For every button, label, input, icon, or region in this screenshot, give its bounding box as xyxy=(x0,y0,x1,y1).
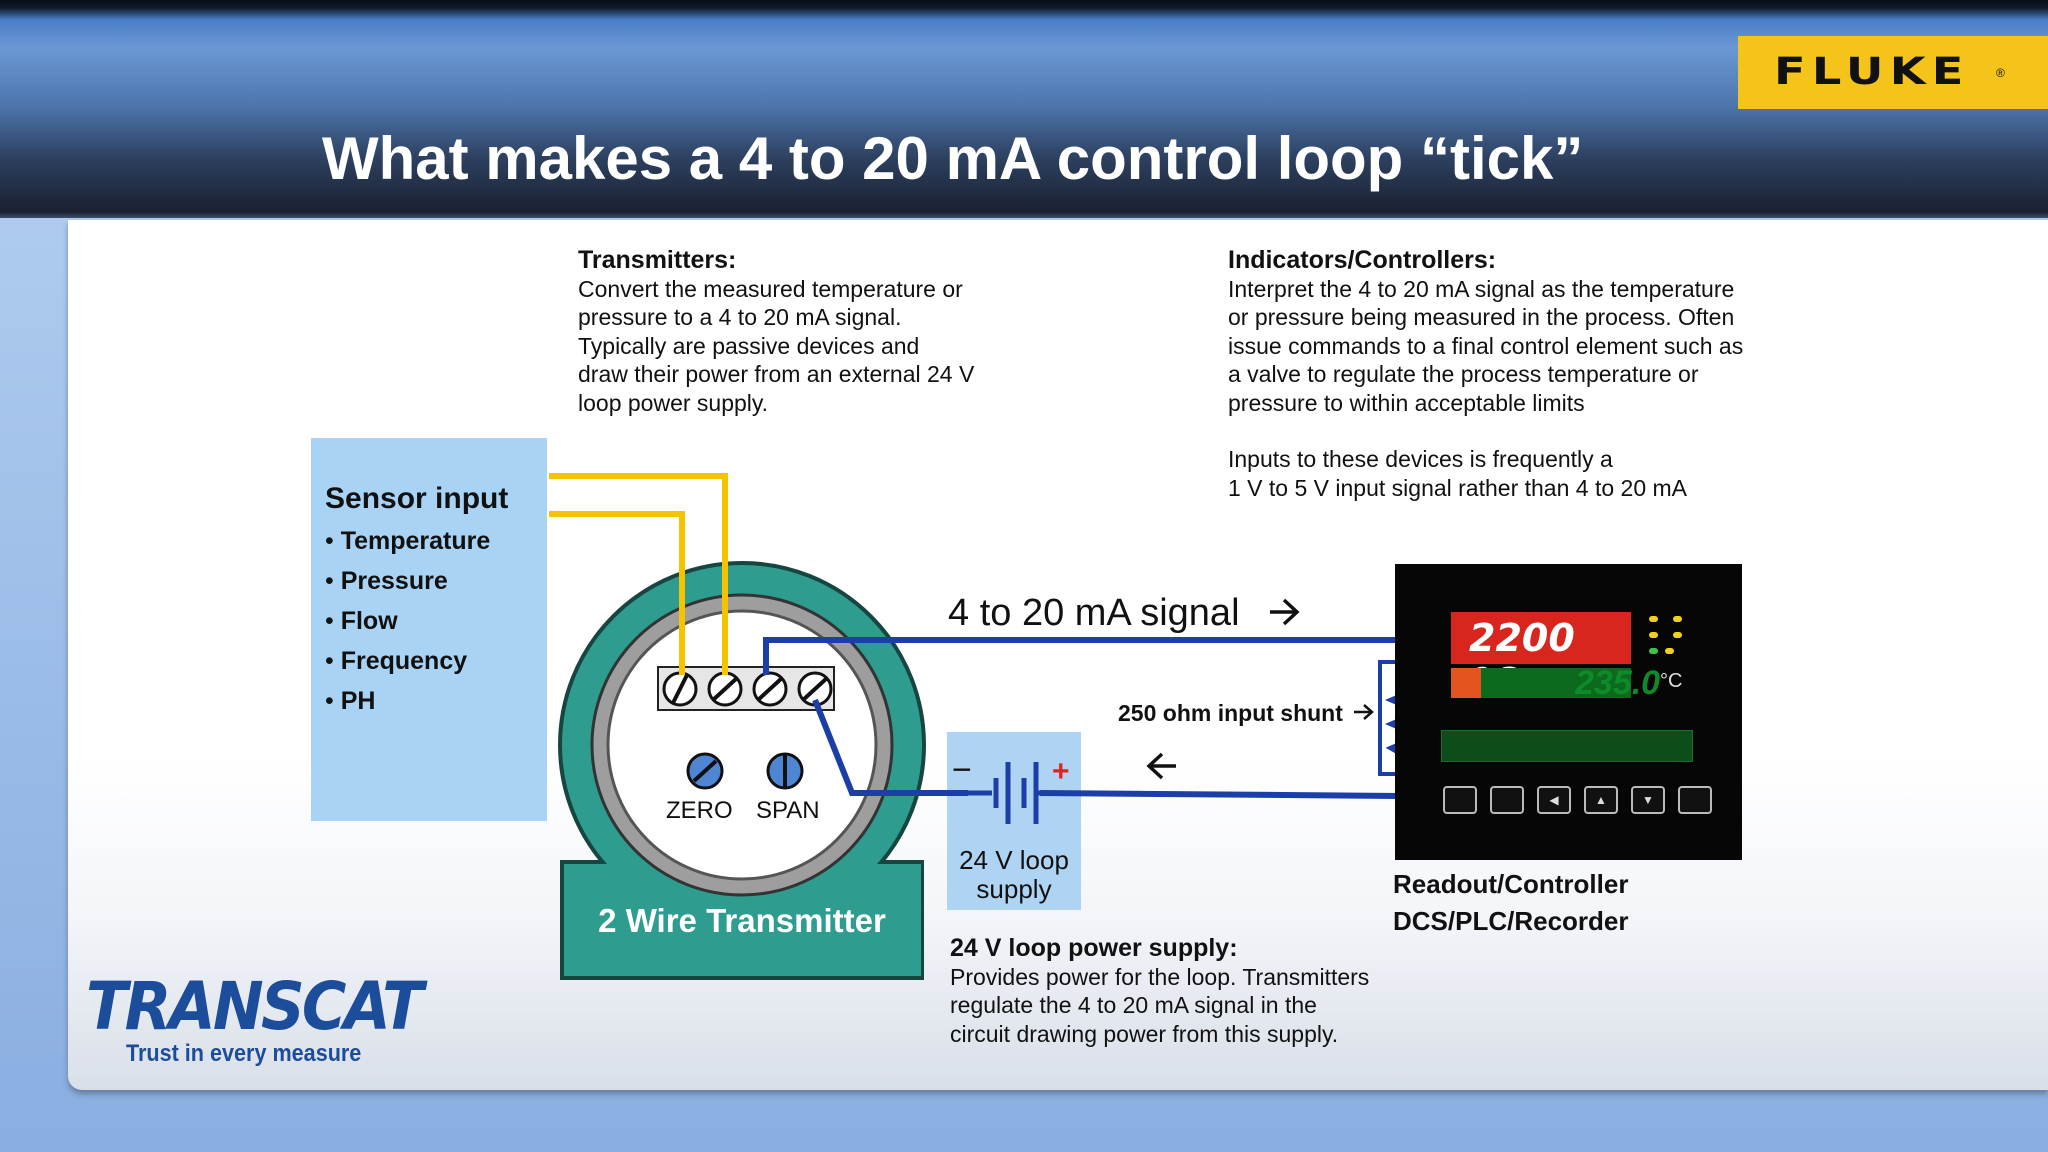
indicators-note: Inputs to these devices is frequently a … xyxy=(1228,446,1688,501)
device-button-enter xyxy=(1678,786,1712,814)
list-item: PH xyxy=(325,686,490,726)
terminal-screw xyxy=(752,671,788,707)
sensor-wire-1 xyxy=(549,473,728,675)
signal-label: 4 to 20 mA signal xyxy=(948,592,1240,634)
fluke-registered-mark: ® xyxy=(1996,66,2005,80)
status-led xyxy=(1649,632,1658,638)
arrow-left-icon xyxy=(1146,752,1176,780)
shunt-arrow-icon xyxy=(1354,704,1374,720)
power-supply-heading: 24 V loop power supply: xyxy=(950,934,1238,962)
readout-title-line1: Readout/Controller xyxy=(1393,869,1629,899)
power-supply-body: Provides power for the loop. Transmitter… xyxy=(950,963,1370,1047)
list-item: Flow xyxy=(325,606,490,646)
transmitter-label: 2 Wire Transmitter xyxy=(598,902,886,939)
loop-supply-label-line2: supply xyxy=(976,874,1052,904)
zero-label: ZERO xyxy=(666,797,733,824)
signal-wire-return xyxy=(1039,775,1407,800)
sensor-wire-2 xyxy=(549,511,685,675)
device-button-manual xyxy=(1490,786,1524,814)
terminal-screw xyxy=(707,671,743,707)
status-led xyxy=(1673,616,1682,622)
battery-icon xyxy=(968,762,1046,824)
transcat-logo: TRANSCAT ® Trust in every measure xyxy=(86,968,450,1068)
status-led xyxy=(1673,632,1682,638)
transcat-logo-text: TRANSCAT xyxy=(86,968,424,1045)
list-item: Temperature xyxy=(325,526,491,566)
device-button-up: ▲ xyxy=(1584,786,1618,814)
readout-controller-title: Readout/Controller DCS/PLC/Recorder xyxy=(1393,866,1629,940)
transcat-tagline: Trust in every measure xyxy=(126,1040,362,1067)
fluke-logo-text: FLUKE xyxy=(1774,50,1970,93)
status-led xyxy=(1649,648,1658,654)
transmitters-body: Convert the measured temperature or pres… xyxy=(578,275,975,416)
temperature-display: 2200 ºC xyxy=(1451,612,1631,704)
signal-wire-supply-neg xyxy=(812,698,968,796)
span-adjust-screw xyxy=(766,752,804,790)
indicators-description: Indicators/Controllers: Interpret the 4 … xyxy=(1228,246,1788,502)
setpoint-indicator xyxy=(1451,668,1481,698)
status-led xyxy=(1649,616,1658,622)
terminal-screw xyxy=(662,671,698,707)
transcat-registered-mark: ® xyxy=(400,978,411,994)
transmitters-heading: Transmitters: xyxy=(578,246,737,274)
arrow-right-icon xyxy=(1270,598,1300,626)
device-button-left: ◀ xyxy=(1537,786,1571,814)
readout-controller-device: 2200 ºC 235.0 °C ◀ ▲ ▼ xyxy=(1395,564,1742,860)
fluke-logo: FLUKE ® xyxy=(1738,36,2048,109)
indicators-heading: Indicators/Controllers: xyxy=(1228,246,1497,274)
page-title: What makes a 4 to 20 mA control loop “ti… xyxy=(322,125,1584,192)
power-supply-description: 24 V loop power supply: Provides power f… xyxy=(950,934,1390,1048)
sensor-input-title: Sensor input xyxy=(325,482,509,515)
status-led xyxy=(1665,648,1674,654)
display-unit: °C xyxy=(1660,670,1683,692)
zero-adjust-screw xyxy=(686,752,724,790)
span-label: SPAN xyxy=(756,797,820,824)
plus-sign: + xyxy=(1052,755,1070,788)
transmitters-description: Transmitters: Convert the measured tempe… xyxy=(578,246,1038,417)
list-item: Pressure xyxy=(325,566,490,606)
header-bar: What makes a 4 to 20 mA control loop “ti… xyxy=(0,0,2048,218)
sensor-input-list: Temperature Pressure Flow Frequency PH xyxy=(325,526,491,726)
indicators-body: Interpret the 4 to 20 mA signal as the t… xyxy=(1228,275,1744,416)
device-button-down: ▼ xyxy=(1631,786,1665,814)
readout-title-line2: DCS/PLC/Recorder xyxy=(1393,906,1629,936)
setpoint-display-value: 235.0 xyxy=(1575,664,1661,702)
loop-supply-label: 24 V loop supply xyxy=(947,846,1081,904)
setpoint-display: 235.0 xyxy=(1451,664,1660,702)
sensor-input-box: Sensor input Temperature Pressure Flow F… xyxy=(311,438,547,821)
bargraph-display xyxy=(1441,730,1693,762)
shunt-label: 250 ohm input shunt xyxy=(1118,700,1343,726)
minus-sign: − xyxy=(952,751,972,789)
list-item: Frequency xyxy=(325,646,490,686)
loop-supply-box: 24 V loop supply xyxy=(947,732,1081,910)
loop-supply-label-line1: 24 V loop xyxy=(959,845,1069,875)
device-button-pgm xyxy=(1443,786,1477,814)
